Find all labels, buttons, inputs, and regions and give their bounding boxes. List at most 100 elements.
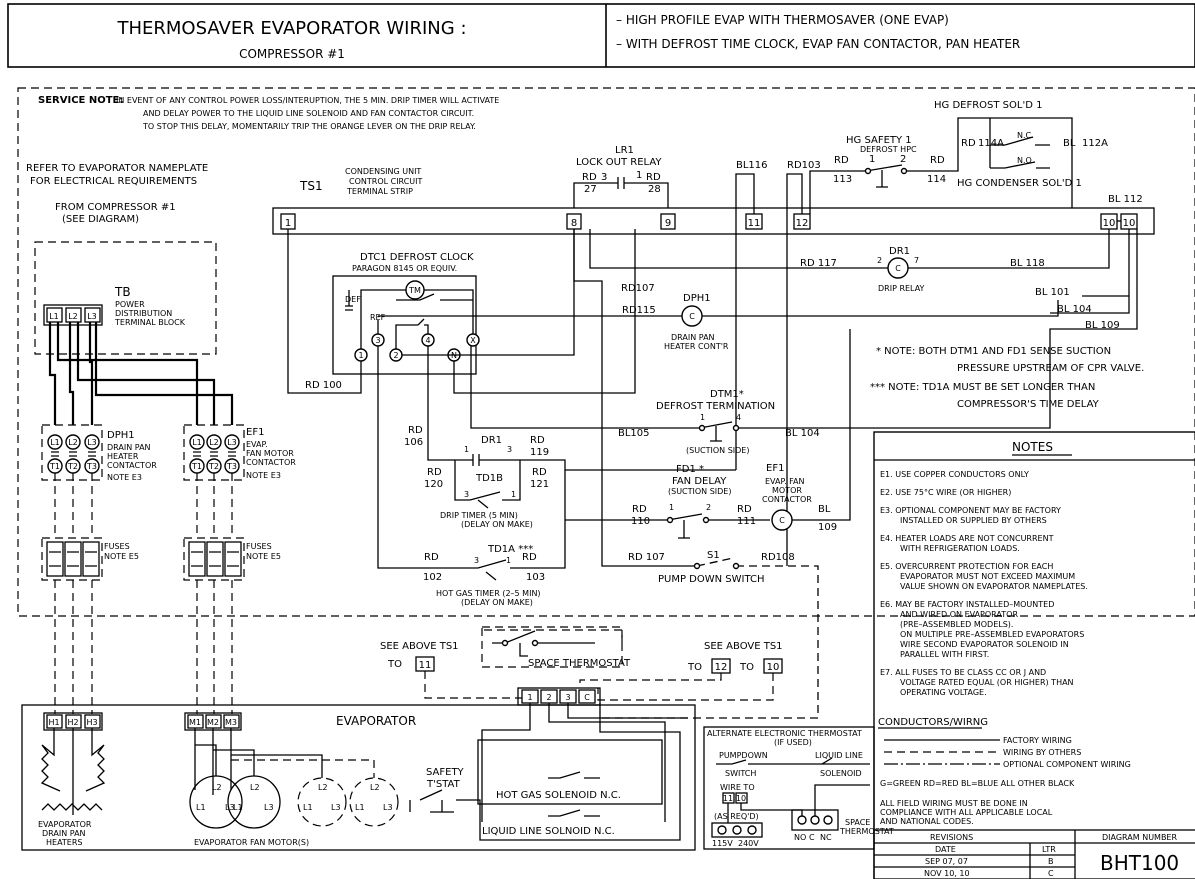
svg-text:112A: 112A	[1082, 138, 1108, 149]
svg-text:TB: TB	[114, 285, 131, 299]
svg-text:HG SAFETY 1: HG SAFETY 1	[846, 135, 912, 146]
svg-text:1: 1	[464, 445, 469, 454]
ts1-desc: TERMINAL STRIP	[346, 187, 413, 196]
title-note-1: – HIGH PROFILE EVAP WITH THERMOSAVER (ON…	[616, 13, 949, 27]
svg-text:RD 107: RD 107	[628, 552, 665, 563]
evap-terminal: 3	[559, 689, 577, 704]
svg-text:RD: RD	[532, 467, 547, 478]
svg-text:DRIP TIMER (5 MIN): DRIP TIMER (5 MIN)	[440, 511, 518, 520]
ts1-terminal: 10	[1120, 213, 1138, 230]
svg-text:NO: NO	[794, 833, 806, 842]
ts1-label: TS1	[299, 179, 323, 193]
svg-text:DTC1 DEFROST CLOCK: DTC1 DEFROST CLOCK	[360, 252, 474, 263]
svg-text:SAFETY: SAFETY	[426, 767, 465, 778]
svg-text:C: C	[779, 516, 785, 525]
svg-text:2: 2	[393, 351, 398, 360]
svg-text:BL 112: BL 112	[1108, 194, 1143, 205]
svg-text:113: 113	[833, 174, 852, 185]
svg-text:G=GREEN RD=RED BL=BLUE: G=GREEN RD=RED BL=BLUE ALL OTHER BLACK	[880, 779, 1075, 788]
svg-text:PUMPDOWN: PUMPDOWN	[719, 751, 768, 760]
svg-text:LIQUID LINE: LIQUID LINE	[815, 751, 863, 760]
svg-text:12: 12	[715, 662, 728, 673]
fd1-fan-delay: FD1 * FAN DELAY (SUCTION SIDE) 1 2 RD 11…	[565, 464, 770, 539]
svg-text:CONTACTOR: CONTACTOR	[246, 458, 296, 467]
svg-text:COMPLIANCE WITH ALL APPLICABLE: COMPLIANCE WITH ALL APPLICABLE LOCAL	[880, 808, 1053, 817]
fuse-feed-wires	[54, 473, 233, 538]
ts1-terminal: 12	[793, 213, 811, 230]
svg-text:LTR: LTR	[1042, 845, 1056, 854]
svg-text:EVAP. FAN: EVAP. FAN	[765, 477, 804, 486]
svg-text:L1: L1	[192, 438, 202, 447]
svg-text:DRIP RELAY: DRIP RELAY	[878, 284, 925, 293]
svg-text:C: C	[584, 693, 590, 702]
svg-text:4: 4	[736, 413, 741, 422]
dph1-coil: DPH1 C DRAIN PAN HEATER CONT'R RD115	[378, 293, 1059, 351]
svg-text:L1: L1	[355, 803, 365, 812]
svg-text:1: 1	[700, 413, 705, 422]
control-wiring-boundary	[17, 87, 1195, 617]
revision-date: SEP 07, 07	[925, 857, 968, 866]
svg-text:240V: 240V	[738, 839, 759, 848]
svg-text:(IF USED): (IF USED)	[774, 738, 812, 747]
heater-element-icon	[40, 728, 106, 815]
evaporator-unit: EVAPORATOR H1 H2 H3 M1 M2 M3 EVAPORATOR …	[21, 687, 696, 851]
svg-text:M3: M3	[225, 718, 237, 727]
svg-text:BL 101: BL 101	[1035, 287, 1070, 298]
ts1-terminal: 1	[280, 213, 296, 230]
svg-text:TO: TO	[387, 659, 402, 670]
svg-text:114A: 114A	[978, 138, 1004, 149]
svg-text:106: 106	[404, 437, 423, 448]
diagram-subtitle: COMPRESSOR #1	[239, 47, 345, 61]
note-item: WITH REFRIGERATION LOADS.	[900, 544, 1020, 553]
svg-text:NOTE E3: NOTE E3	[107, 473, 142, 482]
svg-text:MOTOR: MOTOR	[772, 486, 802, 495]
svg-text:1: 1	[669, 503, 674, 512]
ts1-terminal: 8	[566, 213, 582, 230]
wire-rd106	[377, 346, 396, 569]
svg-text:10: 10	[1103, 218, 1116, 229]
svg-text:RD: RD	[522, 552, 537, 563]
svg-text:10: 10	[767, 662, 780, 673]
svg-text:BL: BL	[1063, 138, 1076, 149]
svg-text:LR1: LR1	[615, 145, 634, 156]
ef1-line-terminals: L1 L2 L3	[189, 434, 240, 450]
svg-text:1: 1	[506, 556, 511, 565]
to-terminal-10: 10	[763, 658, 783, 674]
note-item: VALUE SHOWN ON EVAPORATOR NAMEPLATES.	[900, 582, 1088, 591]
note-item: (PRE–ASSEMBLED MODELS).	[900, 620, 1013, 629]
svg-text:FUSES: FUSES	[246, 542, 272, 551]
service-note-line: IN EVENT OF ANY CONTROL POWER LOSS/INTER…	[116, 96, 499, 105]
svg-text:REF: REF	[370, 313, 386, 322]
svg-text:NOTE E5: NOTE E5	[104, 552, 139, 561]
motor-terminal: M2	[205, 714, 222, 729]
note-item: E2. USE 75°C WIRE (OR HIGHER)	[880, 488, 1011, 497]
svg-text:LOCK OUT RELAY: LOCK OUT RELAY	[576, 157, 662, 168]
svg-text:HOT GAS SOLENOID N.C.: HOT GAS SOLENOID N.C.	[496, 790, 621, 801]
dph1-label: DPH1	[107, 430, 135, 441]
svg-text:RD: RD	[632, 504, 647, 515]
power-terminal-block: TB POWER DISTRIBUTION TERMINAL BLOCK L1 …	[34, 241, 217, 355]
svg-text:HEATERS: HEATERS	[46, 838, 83, 847]
svg-text:BL: BL	[818, 504, 831, 515]
svg-text:* NOTE: BOTH DTM1 AND FD1 SENS: * NOTE: BOTH DTM1 AND FD1 SENSE SUCTION	[876, 346, 1111, 357]
svg-text:L3: L3	[264, 803, 274, 812]
power-wiring	[48, 322, 234, 425]
svg-text:S1: S1	[707, 550, 720, 561]
svg-text:EVAPORATOR: EVAPORATOR	[38, 820, 92, 829]
svg-text:4: 4	[425, 336, 430, 345]
wire-rd103	[786, 173, 803, 566]
svg-text:8: 8	[571, 218, 577, 229]
svg-text:RD 117: RD 117	[800, 258, 837, 269]
fuses-ef1: FUSES NOTE E5	[183, 537, 281, 581]
svg-text:120: 120	[424, 479, 443, 490]
svg-text:L3: L3	[225, 803, 235, 812]
svg-text:121: 121	[530, 479, 549, 490]
svg-text:DIAGRAM NUMBER: DIAGRAM NUMBER	[1102, 833, 1177, 842]
note-item: E6. MAY BE FACTORY INSTALLED–MOUNTED	[880, 600, 1054, 609]
svg-text:1: 1	[358, 351, 363, 360]
svg-text:M1: M1	[189, 718, 201, 727]
svg-text:L2: L2	[370, 783, 380, 792]
svg-text:REVISIONS: REVISIONS	[930, 833, 973, 842]
hg-defrost-solenoid: HG DEFROST SOL'D 1 RD 114A N.C. N.O. BL …	[934, 100, 1143, 208]
svg-text:DRAIN PAN: DRAIN PAN	[671, 333, 715, 342]
